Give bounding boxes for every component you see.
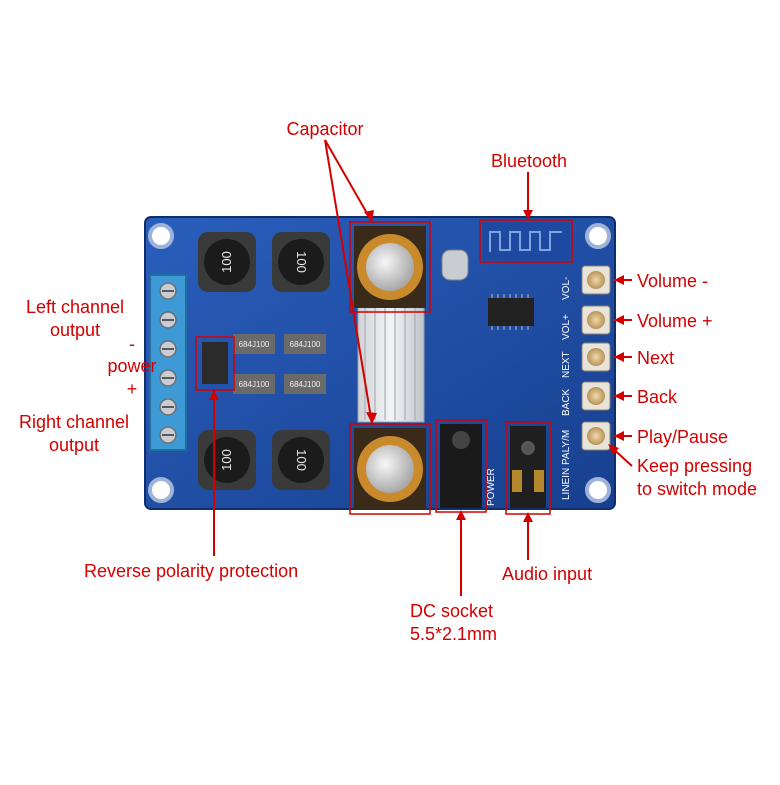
film-cap-marking-3: 684J100 (239, 380, 270, 389)
silk-play: LINEIN PALY/M (561, 430, 572, 500)
reverse-polarity-label: Reverse polarity protection (84, 561, 299, 581)
terminal-block (149, 274, 187, 451)
mounting-holes (148, 223, 611, 503)
silk-back: BACK (561, 388, 572, 416)
right-channel-label-line2: output (48, 435, 100, 455)
dc-socket-label-line1: DC socket (410, 601, 494, 621)
polarity-diode (202, 342, 228, 384)
volume-minus-label: Volume - (637, 271, 709, 291)
silk-next: NEXT (561, 351, 572, 378)
back-label: Back (637, 387, 678, 407)
minus-label: - (129, 334, 135, 354)
inductor-marking-1: 100 (219, 251, 234, 273)
volume-plus-label: Volume + (637, 311, 713, 331)
left-channel-label-line2: output (49, 320, 101, 340)
bluetooth-highlight (479, 219, 573, 263)
audio-chip (488, 298, 534, 326)
inductor-marking-3: 100 (219, 449, 234, 471)
left-channel-label-line1: Left channel (25, 297, 125, 317)
play-pause-label: Play/Pause (637, 427, 729, 447)
film-capacitors (233, 334, 326, 394)
keep-pressing-label-line2: to switch mode (637, 479, 758, 499)
inductor-marking-2: 100 (294, 251, 309, 273)
bluetooth-antenna-trace (489, 231, 562, 252)
silk-vol-minus: VOL- (561, 277, 572, 300)
audio-input-label: Audio input (502, 564, 593, 584)
inductor-marking-4: 100 (294, 449, 309, 471)
capacitor-bottom-highlight (349, 423, 431, 515)
bluetooth-antenna-area (482, 222, 570, 260)
inductors (198, 232, 330, 490)
push-buttons (581, 265, 611, 451)
capacitor-label: Capacitor (286, 119, 364, 139)
dc-socket-label-line2: 5.5*2.1mm (410, 624, 498, 644)
next-label: Next (637, 348, 675, 368)
audio-jack (510, 426, 546, 508)
arrow-heads (209, 210, 624, 522)
silk-vol-plus: VOL+ (561, 314, 572, 340)
capacitor-top-highlight (349, 221, 431, 313)
keep-pressing-label-line1: Keep pressing (637, 456, 753, 476)
film-cap-marking-4: 684J100 (290, 380, 321, 389)
film-cap-marking-2: 684J100 (290, 340, 321, 349)
right-channel-label-line1: Right channel (18, 412, 130, 432)
power-label: power (107, 356, 157, 376)
bluetooth-label: Bluetooth (490, 151, 568, 171)
electrolytic-capacitors (354, 226, 426, 510)
plus-label: + (126, 379, 138, 399)
film-cap-marking-1: 684J100 (239, 340, 270, 349)
silk-power: POWER (486, 468, 497, 506)
crystal (441, 249, 469, 281)
